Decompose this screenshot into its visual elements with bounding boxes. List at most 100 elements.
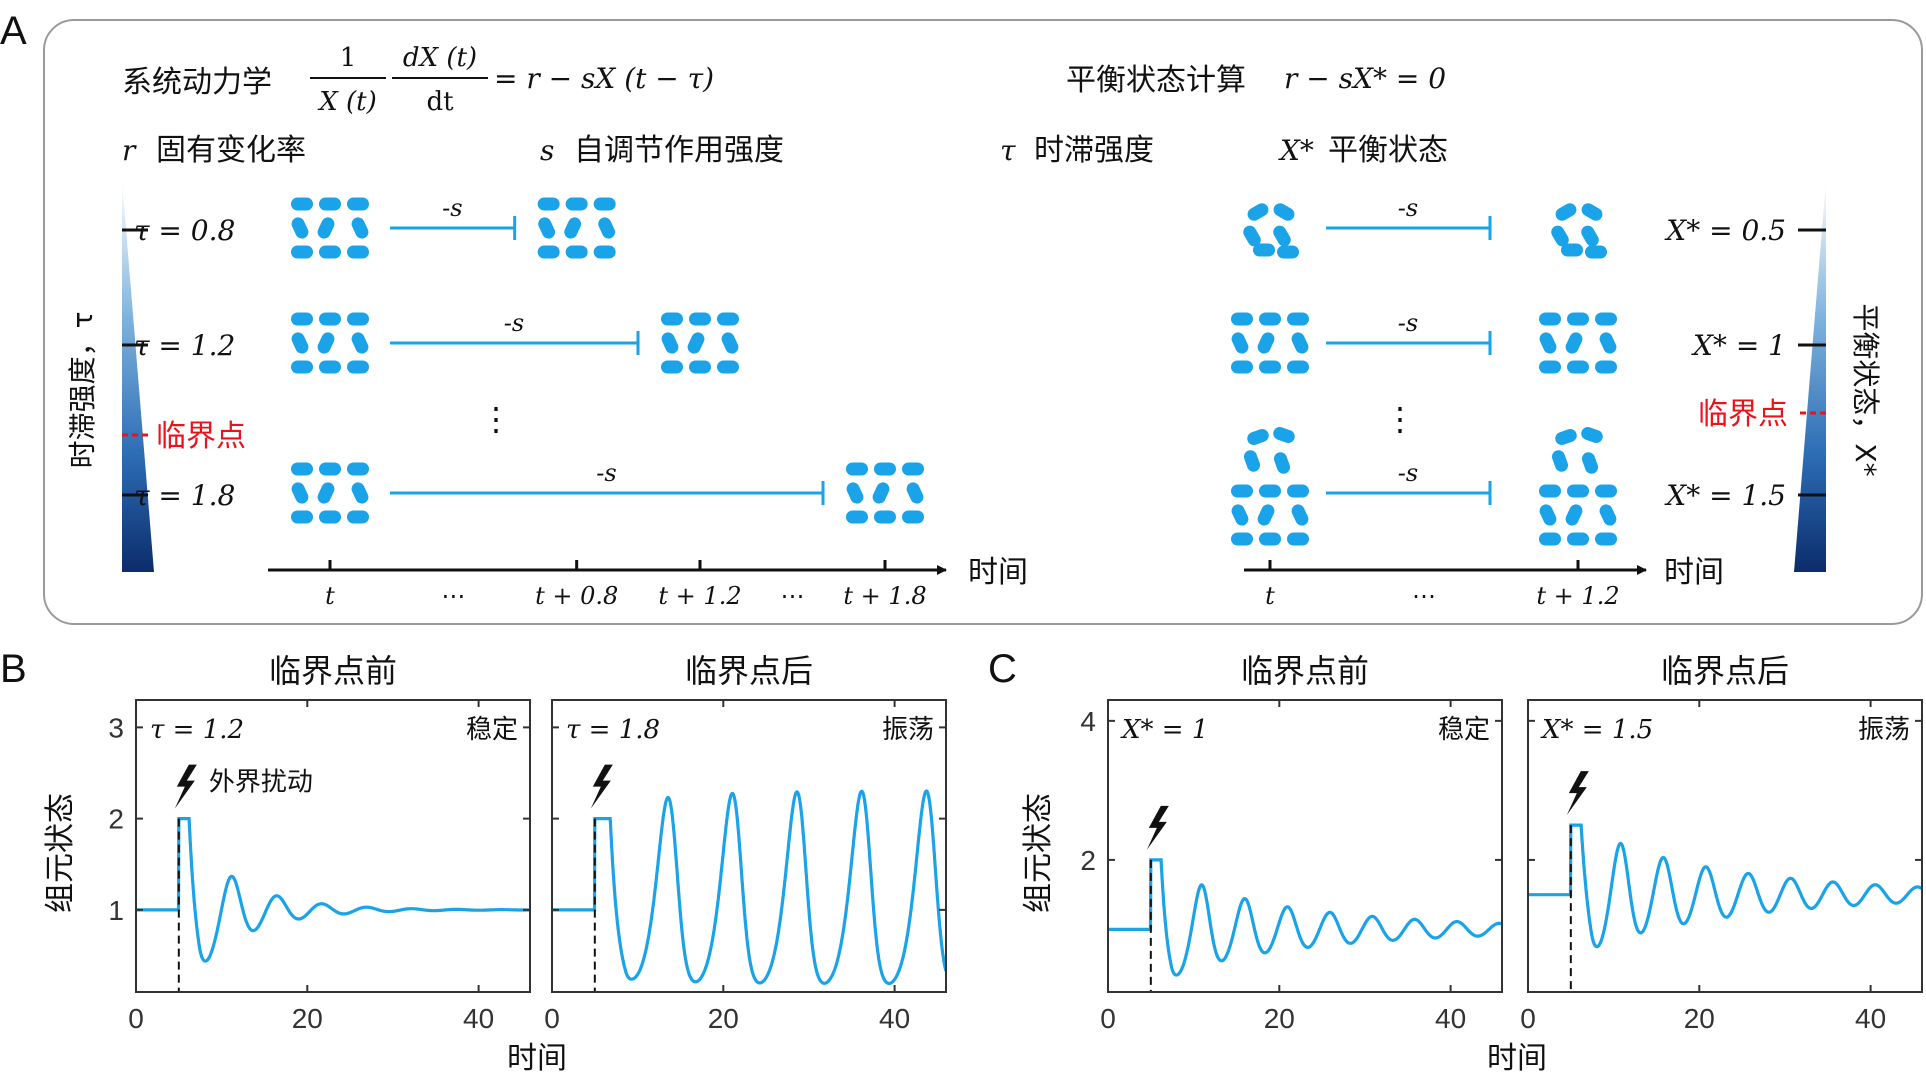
time-tick-label: ⋯ xyxy=(441,582,465,610)
cell xyxy=(1581,426,1603,444)
delay-levels: τ = 0.8τ = 1.2τ = 1.8 xyxy=(122,214,235,512)
cell xyxy=(1287,532,1309,546)
delay-level-label: τ = 1.8 xyxy=(134,479,235,512)
left-time-axis: 时间 t ⋯ t + 0.8 t + 1.2 ⋯ t + 1.8 xyxy=(268,555,1028,610)
plot-title: 临界点后 xyxy=(1661,652,1789,690)
cell xyxy=(1243,450,1261,472)
cell-cluster xyxy=(1539,312,1617,374)
right-vdots: ⋮ xyxy=(1384,400,1416,438)
cell-cluster xyxy=(846,462,924,524)
panel-a-frame xyxy=(43,19,1923,625)
x-tick-label: 20 xyxy=(1684,1003,1715,1034)
time-tick-label: ⋯ xyxy=(781,582,805,610)
cell xyxy=(537,197,560,211)
dynamics-equation-label: 系统动力学 xyxy=(122,65,272,100)
cell xyxy=(351,217,369,239)
cell xyxy=(1277,245,1299,259)
cell xyxy=(347,360,369,374)
plot-state-label: 稳定 xyxy=(1438,715,1490,745)
inhibition-label: -s xyxy=(1398,309,1418,337)
cell xyxy=(689,360,711,374)
cell xyxy=(319,312,341,326)
right-time-axis: 时间 t⋯t + 1.2 xyxy=(1244,555,1724,610)
param-xstar-symbol: X* xyxy=(1278,134,1314,167)
inhibition-arrow: -s xyxy=(1326,194,1492,240)
param-xstar-label: 平衡状态 xyxy=(1328,133,1448,168)
cell xyxy=(846,462,868,476)
cell xyxy=(902,462,924,476)
cell xyxy=(565,197,588,211)
fraction-1-numerator: 1 xyxy=(340,43,357,73)
cell xyxy=(291,510,313,524)
cell xyxy=(872,482,890,504)
series-line xyxy=(1108,858,1502,977)
time-tick-label: t xyxy=(1265,582,1275,610)
lightning-icon xyxy=(174,764,197,809)
parameter-legend: r 固有变化率 s 自调节作用强度 τ 时滞强度 X* 平衡状态 xyxy=(122,133,1448,168)
equation-rhs: = r − sX (t − τ) xyxy=(494,62,714,95)
cell xyxy=(1273,452,1291,474)
cell xyxy=(538,217,556,239)
cell xyxy=(661,360,683,374)
inhibition-arrow: -s xyxy=(390,194,517,240)
time-tick-label: t + 1.2 xyxy=(658,582,741,610)
inhibition-arrow: -s xyxy=(390,309,640,355)
x-tick-label: 40 xyxy=(1855,1003,1886,1034)
plot-frame xyxy=(1107,699,1503,993)
cell xyxy=(291,332,309,354)
cell-cluster xyxy=(291,197,369,259)
cell xyxy=(1539,484,1561,498)
inhibition-arrow: -s xyxy=(1326,309,1492,355)
cell xyxy=(1231,360,1253,374)
equilibrium-level-label: X* = 1.5 xyxy=(1664,479,1786,512)
cell xyxy=(1291,504,1309,526)
inhibition-label: -s xyxy=(442,194,462,222)
plot-param-label: τ = 1.8 xyxy=(566,715,660,745)
series-line xyxy=(136,817,530,963)
cell xyxy=(1555,203,1577,221)
equilibrium-levels: X* = 0.5X* = 1X* = 1.5 xyxy=(1664,214,1826,512)
delay-level-label: τ = 1.2 xyxy=(134,329,235,362)
equilibrium-critical-point: 临界点 xyxy=(1698,397,1826,432)
panel-c-xlabel: 时间 xyxy=(1487,1041,1547,1076)
lightning-icon xyxy=(1566,771,1589,816)
cell xyxy=(291,482,309,504)
param-tau-label: 时滞强度 xyxy=(1034,133,1154,168)
series-line xyxy=(1528,823,1922,949)
time-tick-label: t + 1.8 xyxy=(843,582,926,610)
param-tau-symbol: τ xyxy=(1000,134,1016,167)
x-tick-label: 0 xyxy=(1100,1003,1116,1034)
cell xyxy=(1595,312,1617,326)
equilibrium-equation-label: 平衡状态计算 xyxy=(1066,63,1246,98)
x-tick-label: 0 xyxy=(544,1003,560,1034)
time-tick-label: t + 0.8 xyxy=(535,582,618,610)
cell xyxy=(687,332,705,354)
cell-cluster xyxy=(1551,203,1607,259)
cell xyxy=(347,510,369,524)
cell xyxy=(1539,360,1561,374)
cell xyxy=(689,312,711,326)
cell xyxy=(291,462,313,476)
cell xyxy=(1243,225,1261,247)
cell xyxy=(291,197,313,211)
cell xyxy=(1231,532,1253,546)
cell xyxy=(351,332,369,354)
cell xyxy=(1539,532,1561,546)
left-time-axis-label: 时间 xyxy=(968,555,1028,590)
cell xyxy=(291,245,313,259)
cell xyxy=(565,245,588,259)
cell xyxy=(291,312,313,326)
cell xyxy=(1273,203,1295,221)
panel-b-ylabel: 组元状态 xyxy=(43,793,78,913)
time-tick-label: ⋯ xyxy=(1412,582,1436,610)
cell xyxy=(317,332,335,354)
cell xyxy=(874,510,896,524)
time-tick-label: t xyxy=(325,582,335,610)
cell xyxy=(1567,312,1589,326)
cell-cluster xyxy=(291,312,369,374)
delay-critical-label: 临界点 xyxy=(156,419,246,454)
panel-b-xlabel: 时间 xyxy=(507,1041,567,1076)
equilibrium-level-label: X* = 0.5 xyxy=(1664,214,1786,247)
